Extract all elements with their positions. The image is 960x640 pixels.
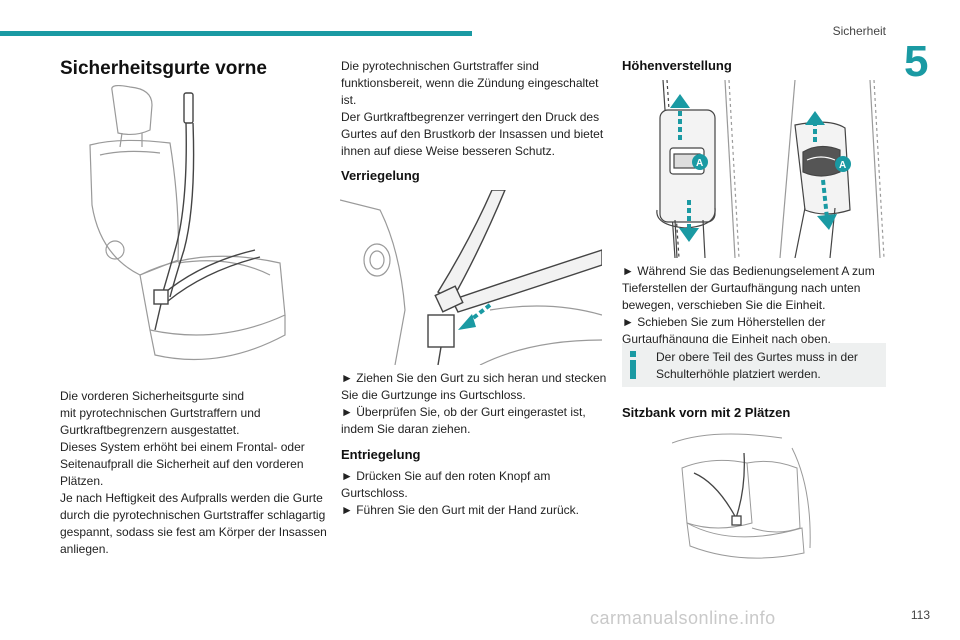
info-note-text: Der obere Teil des Gurtes muss in der Sc… (656, 350, 858, 381)
control-label-a-right: A (839, 160, 846, 171)
chapter-number: 5 (904, 37, 929, 86)
info-icon (630, 351, 636, 379)
bench-seat-illustration (672, 433, 811, 559)
height-adjustment-illustration: A A (656, 80, 885, 258)
section-heading-locking: Verriegelung (341, 168, 420, 183)
control-label-a-left: A (696, 158, 703, 169)
info-note: Der obere Teil des Gurtes muss in der Sc… (622, 343, 886, 387)
page-title: Sicherheitsgurte vorne (60, 58, 267, 79)
section-heading-height-adjustment: Höhenverstellung (622, 58, 732, 73)
page-number: 113 (910, 608, 930, 622)
watermark: carmanualsonline.info (590, 608, 776, 628)
front-seat-belt-illustration (89, 85, 286, 361)
section-heading-unlocking: Entriegelung (341, 447, 421, 462)
buckle-locking-illustration (340, 190, 602, 365)
height-adjustment-steps: ► Während Sie das Bedienungselement A zu… (622, 264, 875, 346)
header-accent-bar (0, 31, 472, 36)
section-heading-bench-seat: Sitzbank vorn mit 2 Plätzen (622, 405, 791, 420)
locking-steps: ► Ziehen Sie den Gurt zu sich heran und … (341, 371, 607, 436)
section-title: Sicherheit (832, 24, 886, 38)
